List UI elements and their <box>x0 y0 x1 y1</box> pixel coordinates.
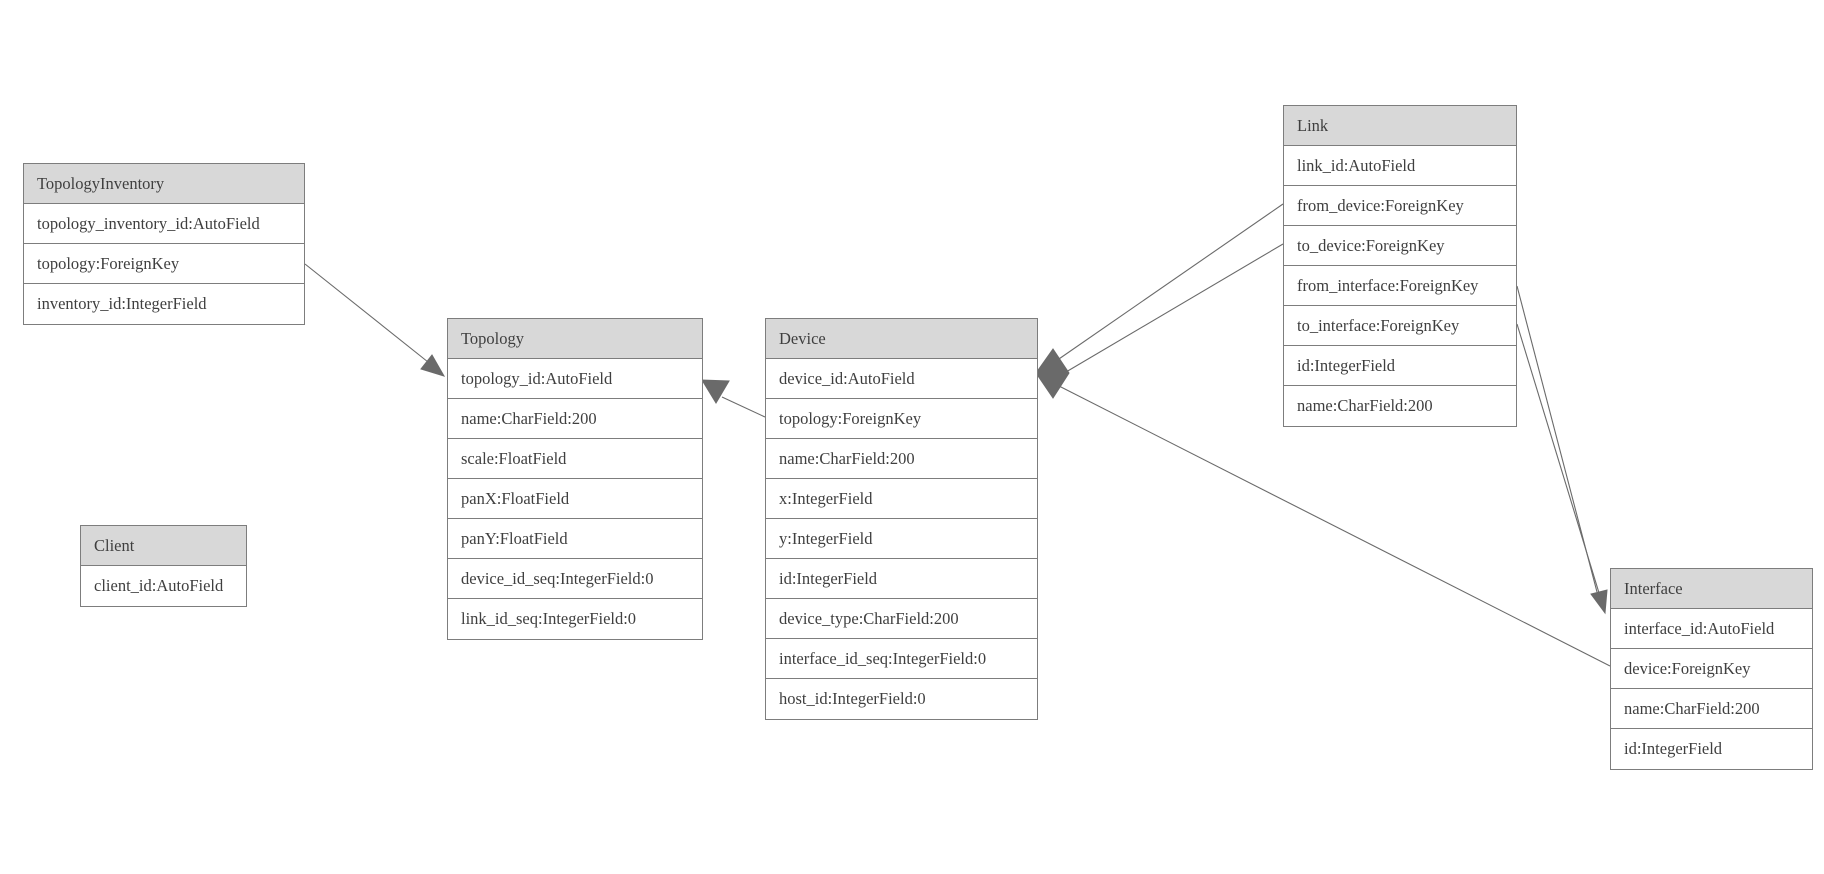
entity-topology: Topology topology_id:AutoField name:Char… <box>447 318 703 640</box>
edge-link-fromdevice-device <box>1055 203 1284 362</box>
field-scale: scale:FloatField <box>448 439 702 479</box>
field-interface-id-plain: id:IntegerField <box>1611 729 1812 769</box>
edge-link-frominterface-interface <box>1516 285 1598 593</box>
field-client-id: client_id:AutoField <box>81 566 246 606</box>
entity-topologyinventory: TopologyInventory topology_inventory_id:… <box>23 163 305 325</box>
edge-link-todevice-device <box>1065 243 1284 373</box>
field-device-topology: topology:ForeignKey <box>766 399 1037 439</box>
entity-link-title: Link <box>1284 106 1516 146</box>
arrowhead-topologyinventory-topology <box>420 354 446 377</box>
field-host-id: host_id:IntegerField:0 <box>766 679 1037 719</box>
field-topologyinventory-topology: topology:ForeignKey <box>24 244 304 284</box>
field-panx: panX:FloatField <box>448 479 702 519</box>
entity-device-title: Device <box>766 319 1037 359</box>
field-link-id: link_id:AutoField <box>1284 146 1516 186</box>
field-topology-id: topology_id:AutoField <box>448 359 702 399</box>
field-link-id-plain: id:IntegerField <box>1284 346 1516 386</box>
entity-link: Link link_id:AutoField from_device:Forei… <box>1283 105 1517 427</box>
field-inventory-id: inventory_id:IntegerField <box>24 284 304 324</box>
field-interface-id: interface_id:AutoField <box>1611 609 1812 649</box>
entity-client: Client client_id:AutoField <box>80 525 247 607</box>
edge-link-tointerface-interface <box>1516 323 1604 607</box>
field-link-id-seq: link_id_seq:IntegerField:0 <box>448 599 702 639</box>
field-to-device: to_device:ForeignKey <box>1284 226 1516 266</box>
field-pany: panY:FloatField <box>448 519 702 559</box>
arrowhead-cluster-device <box>1035 348 1070 399</box>
field-device-id-plain: id:IntegerField <box>766 559 1037 599</box>
arrowhead-link-interface <box>1590 589 1608 615</box>
entity-interface-title: Interface <box>1611 569 1812 609</box>
field-device-id-seq: device_id_seq:IntegerField:0 <box>448 559 702 599</box>
entity-client-title: Client <box>81 526 246 566</box>
field-from-interface: from_interface:ForeignKey <box>1284 266 1516 306</box>
entity-interface: Interface interface_id:AutoField device:… <box>1610 568 1813 770</box>
edge-interface-device <box>1058 385 1611 667</box>
field-device-x: x:IntegerField <box>766 479 1037 519</box>
arrowhead-device-topology <box>701 379 730 404</box>
entity-device: Device device_id:AutoField topology:Fore… <box>765 318 1038 720</box>
field-link-name: name:CharField:200 <box>1284 386 1516 426</box>
edge-device-topology <box>721 396 766 418</box>
field-interface-name: name:CharField:200 <box>1611 689 1812 729</box>
field-topology-inventory-id: topology_inventory_id:AutoField <box>24 204 304 244</box>
edge-topologyinventory-topology <box>304 263 429 363</box>
field-device-name: name:CharField:200 <box>766 439 1037 479</box>
field-from-device: from_device:ForeignKey <box>1284 186 1516 226</box>
field-topology-name: name:CharField:200 <box>448 399 702 439</box>
field-to-interface: to_interface:ForeignKey <box>1284 306 1516 346</box>
entity-topology-title: Topology <box>448 319 702 359</box>
field-device-type: device_type:CharField:200 <box>766 599 1037 639</box>
field-interface-id-seq: interface_id_seq:IntegerField:0 <box>766 639 1037 679</box>
field-interface-device: device:ForeignKey <box>1611 649 1812 689</box>
entity-topologyinventory-title: TopologyInventory <box>24 164 304 204</box>
field-device-y: y:IntegerField <box>766 519 1037 559</box>
field-device-id: device_id:AutoField <box>766 359 1037 399</box>
